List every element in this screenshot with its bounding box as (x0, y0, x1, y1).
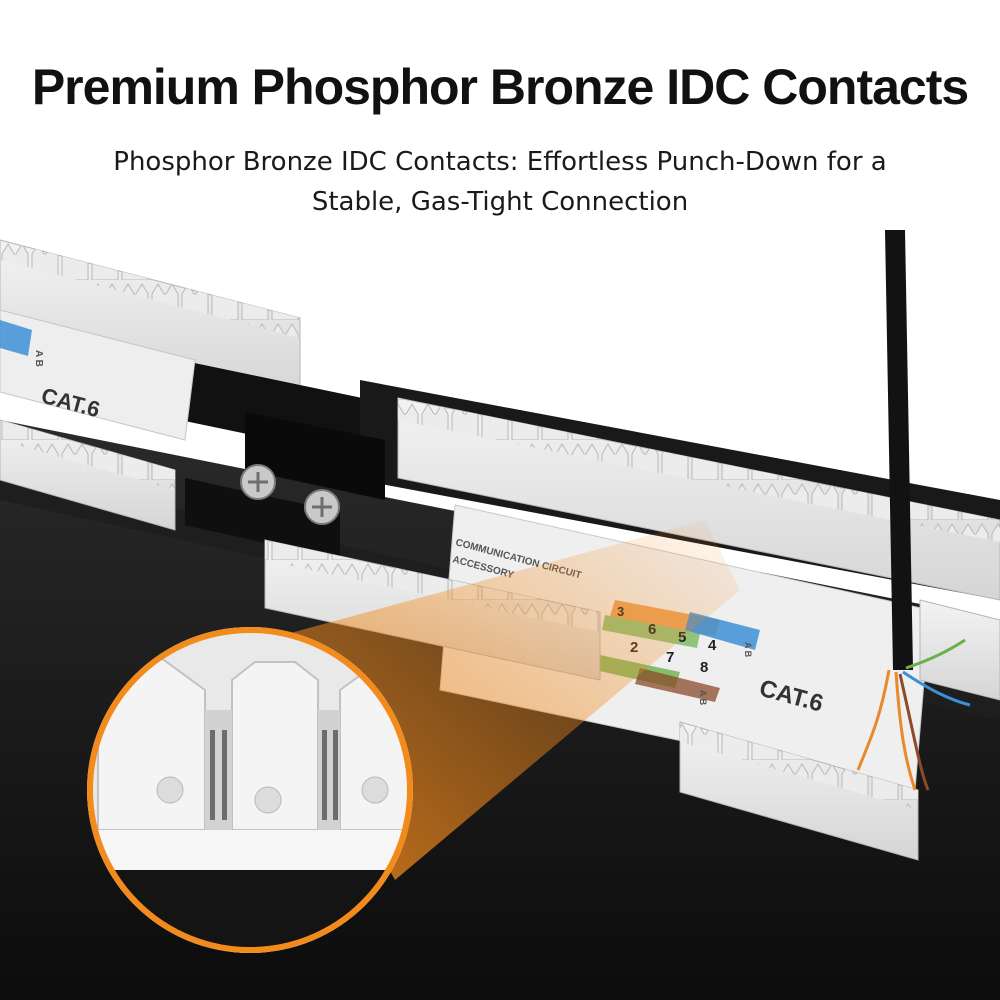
pin-8: 8 (700, 659, 708, 676)
idc-block-left-front (0, 419, 176, 531)
pin-7: 7 (666, 649, 674, 666)
idc-block-far-right (919, 599, 1000, 701)
page-title: Premium Phosphor Bronze IDC Contacts (31, 59, 969, 115)
idc-block-right-back (397, 397, 1000, 601)
ethernet-cable (856, 230, 971, 791)
ab-marker-left: A B (33, 350, 44, 367)
ab-marker-bottom: A B (698, 690, 708, 706)
pin-4: 4 (708, 637, 717, 654)
subtitle-line-2: Stable, Gas-Tight Connection (311, 187, 689, 217)
subtitle-line-1: Phosphor Bronze IDC Contacts: Effortless… (113, 147, 887, 177)
subtitle: Phosphor Bronze IDC Contacts: Effortless… (0, 142, 1000, 222)
mount-bracket (185, 412, 385, 560)
screw-icon (240, 464, 276, 500)
magnifier-callout (87, 627, 413, 953)
ab-marker-top: A B (743, 642, 753, 658)
screw-icon (304, 489, 340, 525)
